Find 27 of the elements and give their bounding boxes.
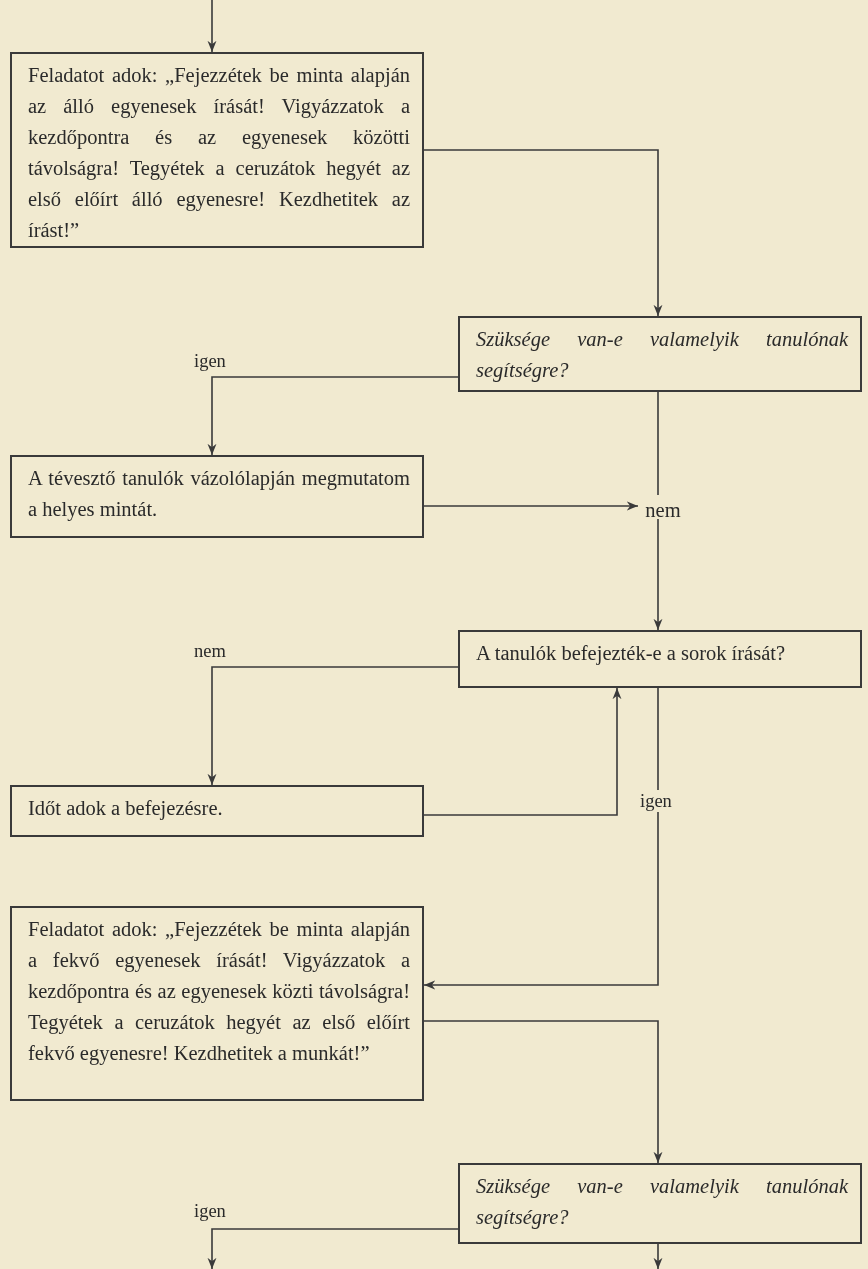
process-box xyxy=(10,906,424,1101)
arrow xyxy=(207,666,459,786)
branch-label: nem xyxy=(638,495,688,519)
arrow xyxy=(207,376,459,456)
process-box xyxy=(10,52,424,248)
box-text: Időt adok a befejezésre. xyxy=(28,796,224,822)
arrow xyxy=(423,1020,663,1164)
arrow xyxy=(423,149,663,317)
edge-label: igen xyxy=(638,790,674,812)
box-text: Szüksége van-e valamelyik tanulónak segítségre? xyxy=(476,1174,848,1231)
box-text: A tanulók befejezték-e a sorok írását? xyxy=(476,641,787,667)
arrow xyxy=(423,687,659,990)
decision-box xyxy=(458,1163,862,1244)
process-box xyxy=(10,455,424,538)
box-text: Feladatot adok: „Fejezzétek be minta alapján a fekvő egyenesek írását! Vigyázzatok a kezdőpontra és az egyenesek közti távolságra! Tegyétek a ceruzátok hegyét az első előírt fekvő egyenesre! Kezdhetitek a munkát!” xyxy=(28,917,410,1067)
decision-box xyxy=(458,316,862,392)
arrow xyxy=(207,1228,459,1269)
decision-box xyxy=(458,630,862,688)
arrow xyxy=(423,501,639,511)
box-text: A tévesztő tanulók vázolólapján megmutatom a helyes mintát. xyxy=(28,466,410,523)
box-text: Szüksége van-e valamelyik tanulónak segítségre? xyxy=(476,327,848,384)
arrow xyxy=(207,0,217,53)
arrow xyxy=(423,687,622,816)
arrow xyxy=(653,1243,663,1269)
process-box xyxy=(10,785,424,837)
box-text: Feladatot adok: „Fejezzétek be minta alapján az álló egyenesek írását! Vigyázzatok a kezdőpontra és az egyenesek közötti távolságra! Tegyétek a ceruzátok hegyét az első előírt álló egyenesre! Kezdhetitek az írást!” xyxy=(28,63,410,243)
arrow xyxy=(653,518,663,631)
